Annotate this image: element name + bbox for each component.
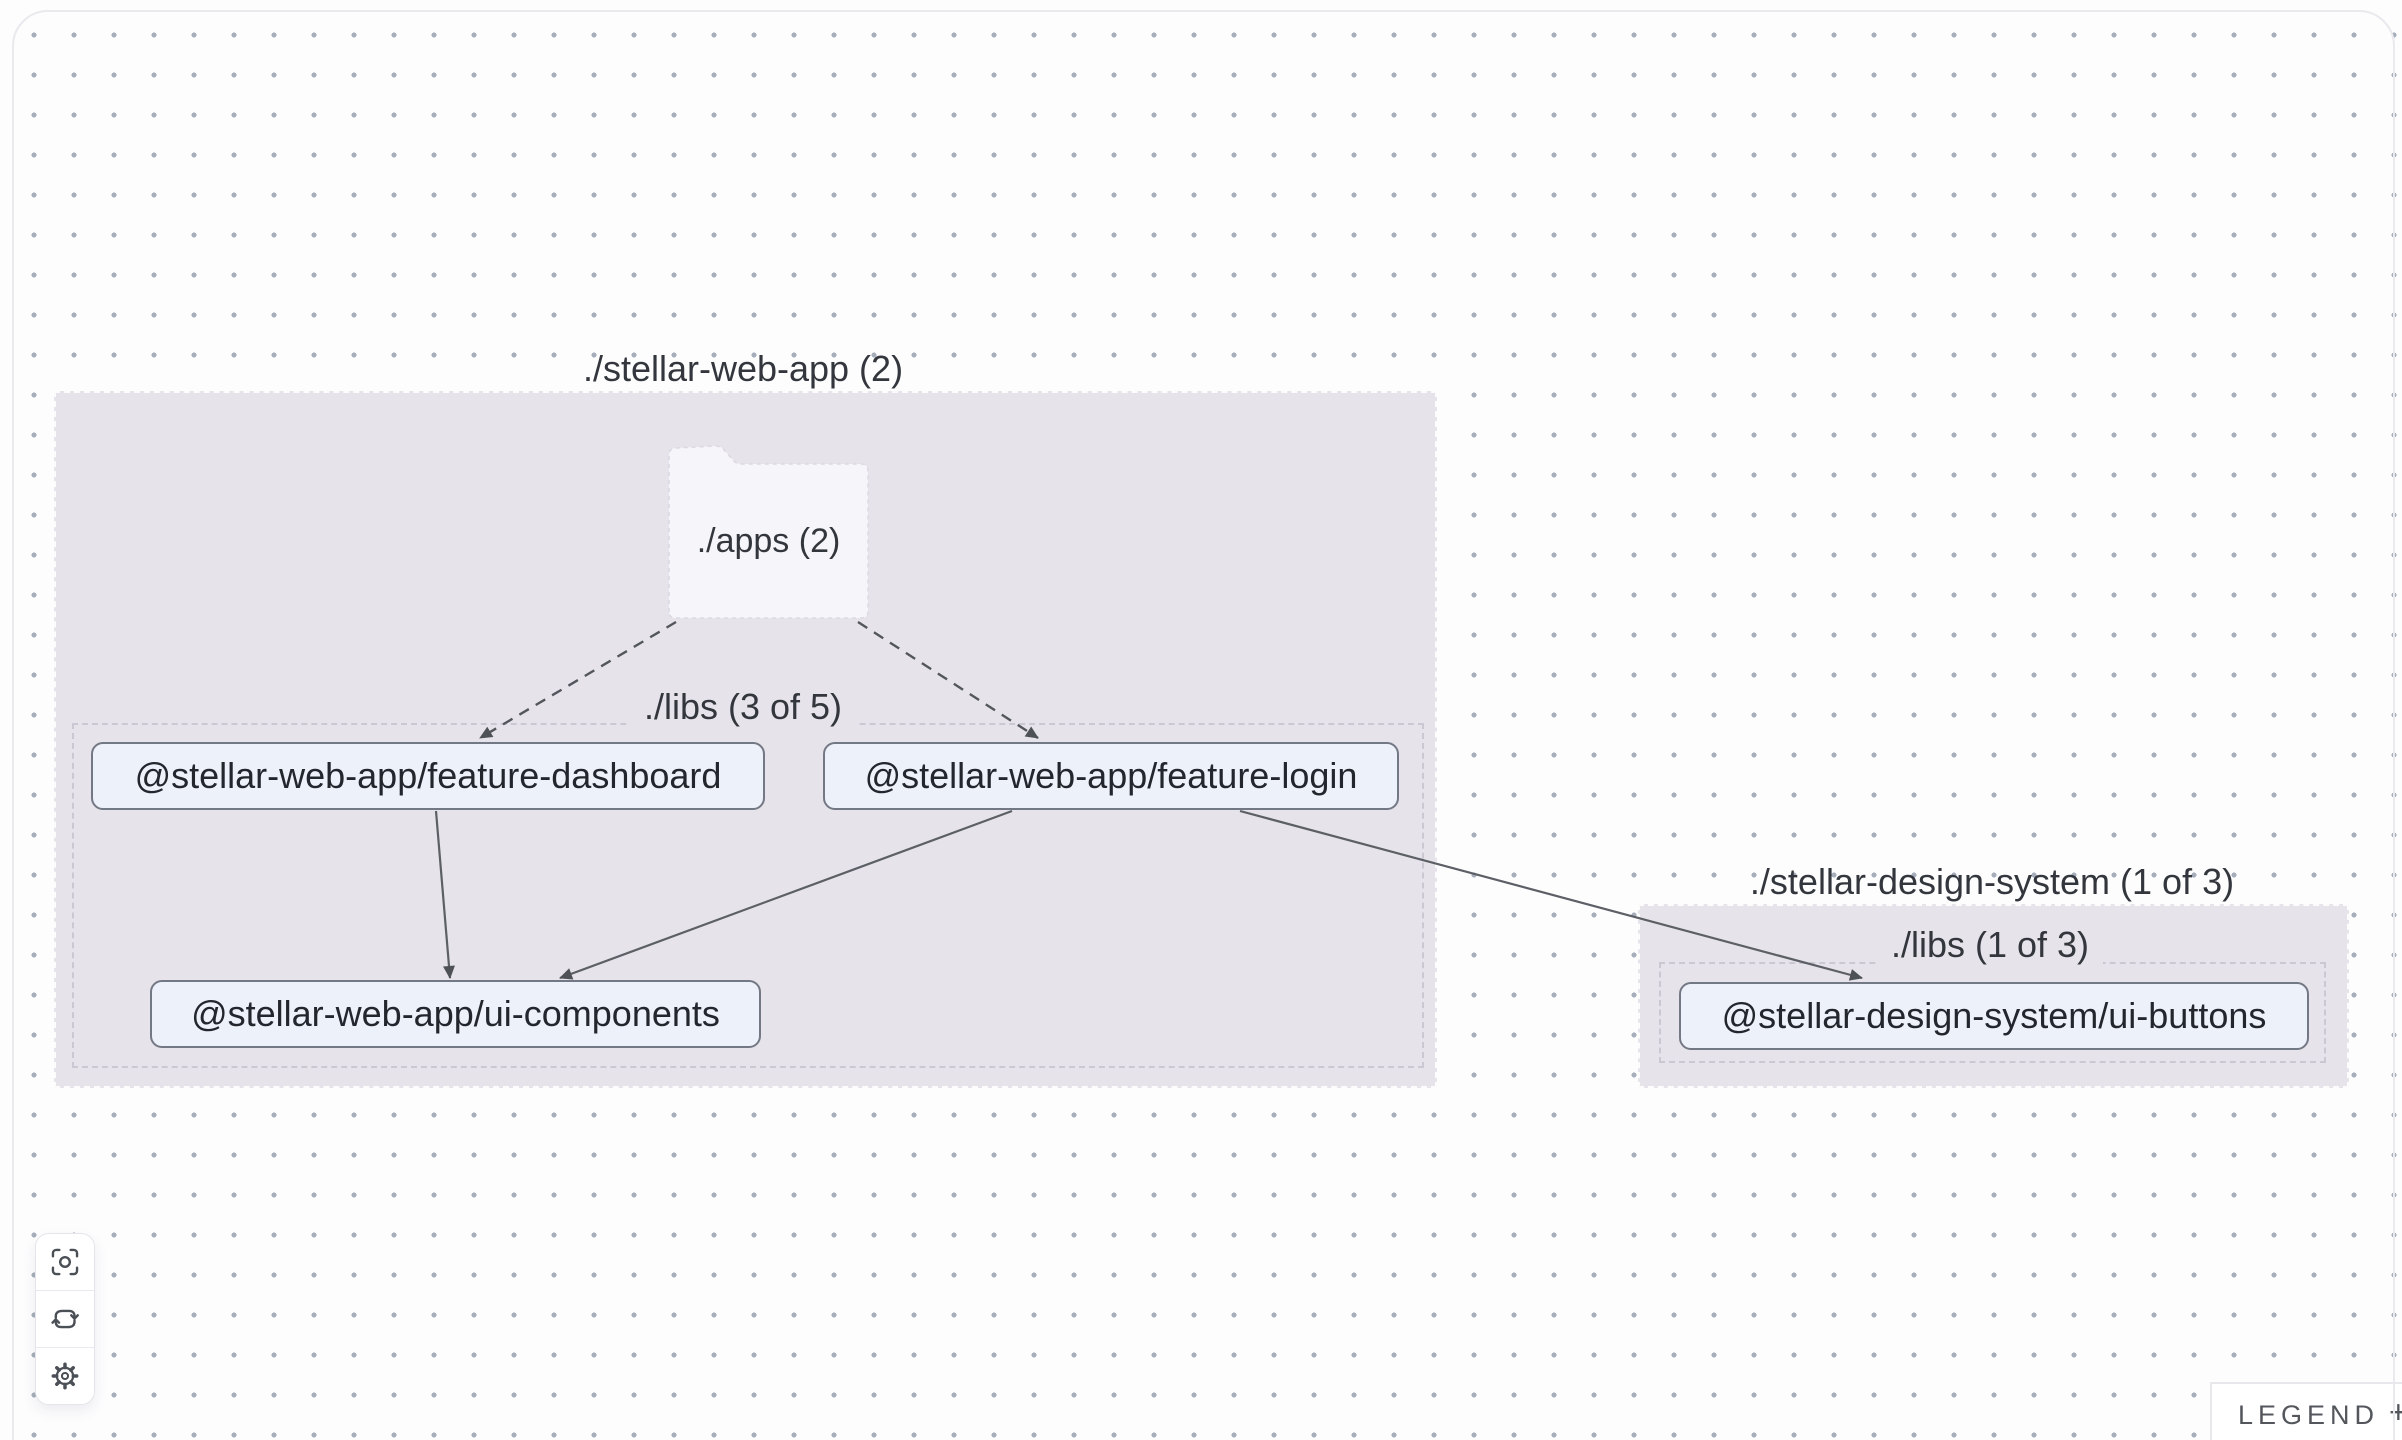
refresh-icon <box>51 1309 79 1329</box>
plus-icon: + <box>2389 1394 2402 1430</box>
node-feature-login[interactable]: @stellar-web-app/feature-login <box>823 742 1399 810</box>
gear-icon <box>51 1362 79 1390</box>
node-feature-dashboard[interactable]: @stellar-web-app/feature-dashboard <box>91 742 765 810</box>
node-ui-components[interactable]: @stellar-web-app/ui-components <box>150 980 761 1048</box>
group-title-stellar-web-app: ./stellar-web-app (2) <box>582 348 904 389</box>
settings-button[interactable] <box>36 1347 94 1404</box>
folder-label: ./apps (2) <box>696 522 841 560</box>
node-ui-buttons[interactable]: @stellar-design-system/ui-buttons <box>1679 982 2309 1050</box>
focus-selection-button[interactable] <box>36 1234 94 1290</box>
group-title-stellar-design-system: ./stellar-design-system (1 of 3) <box>1749 861 2235 902</box>
refresh-button[interactable] <box>36 1290 94 1347</box>
graph-toolbar <box>35 1233 95 1405</box>
subgroup-label-web-app-libs: ./libs (3 of 5) <box>443 686 1043 728</box>
subgroup-label-design-system-libs: ./libs (1 of 3) <box>1690 924 2290 966</box>
legend-toggle[interactable]: LEGEND + <box>2210 1382 2402 1440</box>
crosshair-icon <box>51 1248 79 1276</box>
folder-icon <box>668 445 869 619</box>
legend-label: LEGEND <box>2238 1400 2380 1430</box>
folder-node-apps[interactable]: ./apps (2) <box>667 445 870 619</box>
